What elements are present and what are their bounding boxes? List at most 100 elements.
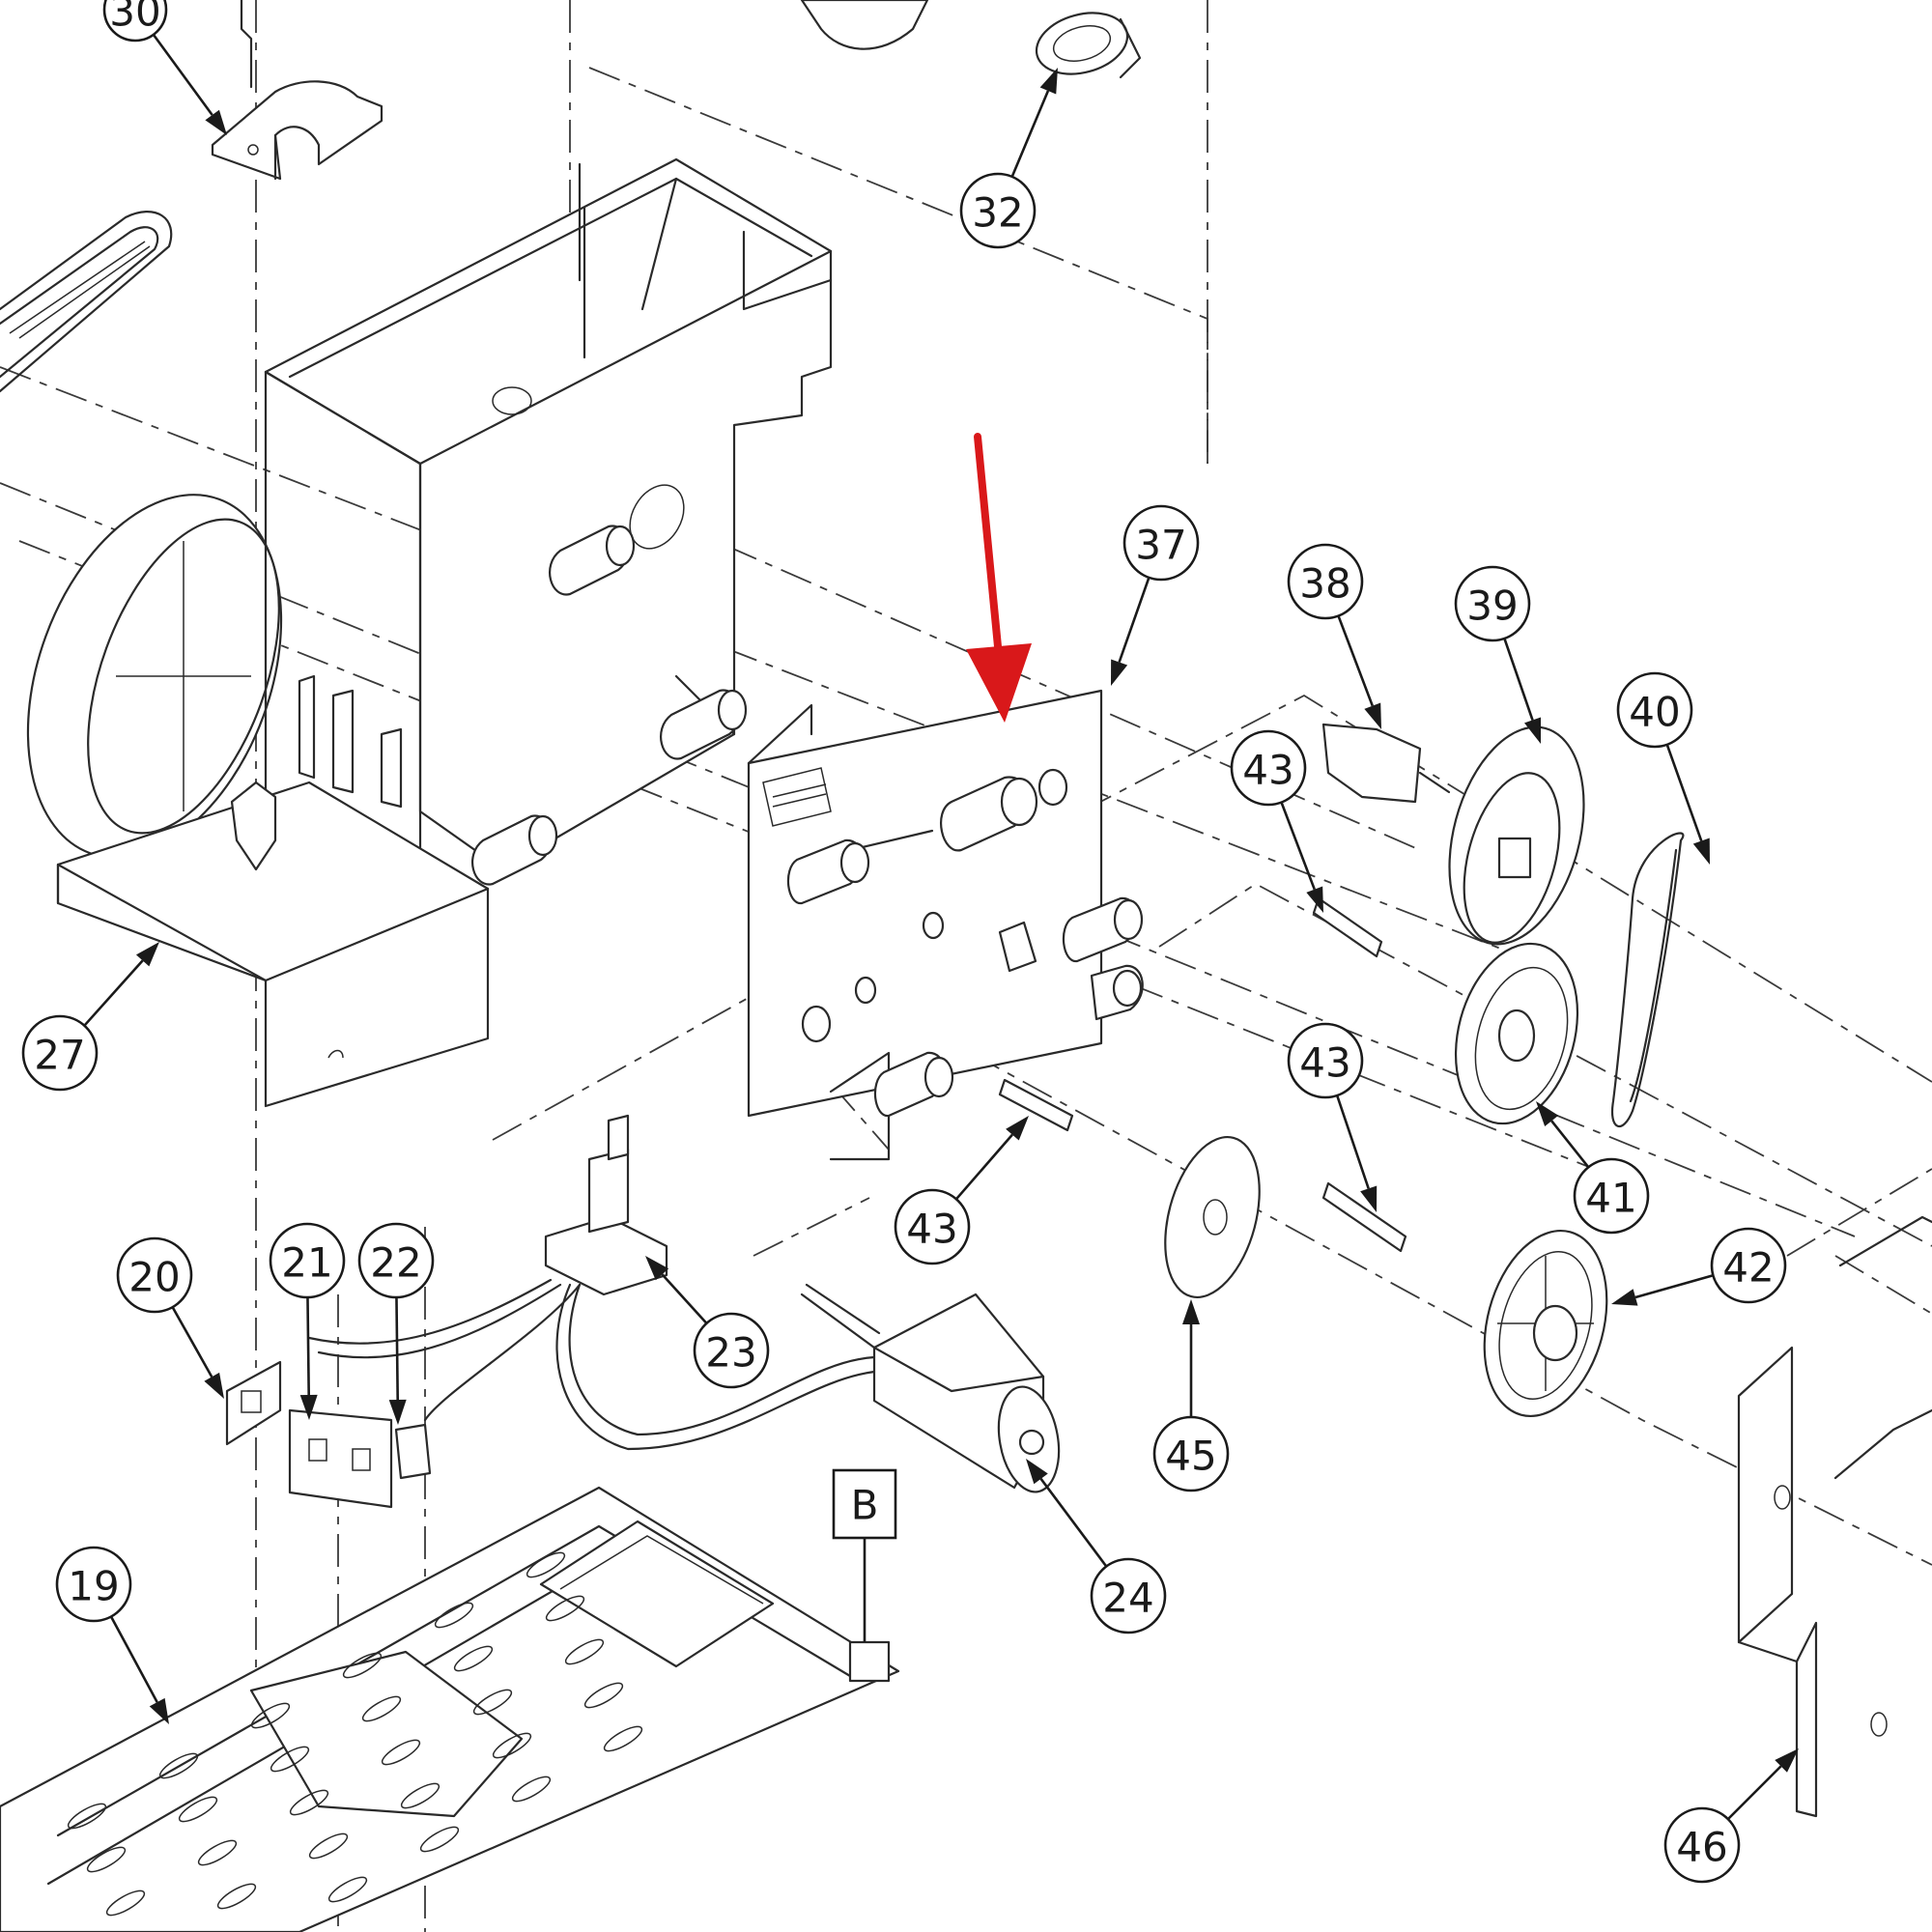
callout-30: 30 [102, 0, 168, 43]
leader-line-39 [1503, 638, 1534, 721]
callout-circle [1573, 1157, 1650, 1235]
callout-46: 46 [1663, 1806, 1741, 1884]
leader-line-19 [109, 1615, 158, 1703]
tray-slot [270, 1746, 310, 1773]
tray-slot [158, 1752, 199, 1779]
leader-line-27 [83, 959, 144, 1027]
gear-assembly [998, 723, 1685, 1418]
leader-arrowhead-43b [1360, 1185, 1378, 1212]
leader-line-24 [1039, 1478, 1108, 1568]
callout-label: 41 [1585, 1175, 1636, 1222]
left-belt [0, 211, 173, 393]
leader-line-43c [954, 1133, 1013, 1201]
leader-line-23 [661, 1273, 708, 1324]
callout-label: 19 [68, 1563, 119, 1610]
section-marker-b: B [832, 1468, 897, 1642]
callout-37: 37 [1122, 504, 1200, 582]
callout-circle [1454, 565, 1531, 642]
callout-45: 45 [1152, 1415, 1230, 1492]
tray-slot [327, 1876, 368, 1903]
leader-arrowhead-40 [1692, 838, 1710, 865]
leader-line-43b [1335, 1094, 1370, 1189]
callout-43b: 43 [1287, 1022, 1364, 1099]
tray-slot [105, 1889, 146, 1917]
callout-label: 42 [1722, 1244, 1774, 1292]
leader-line-41 [1550, 1120, 1590, 1169]
tray-slot [564, 1638, 605, 1665]
callout-21: 21 [269, 1222, 346, 1299]
leader-arrowhead-27 [135, 942, 159, 967]
callout-39: 39 [1454, 565, 1531, 642]
leader-line-37 [1118, 577, 1151, 663]
callout-circle [1663, 1806, 1741, 1884]
base-tray-19 [0, 1486, 900, 1932]
hopper-housing [264, 157, 833, 929]
tray-slot [545, 1595, 585, 1622]
leader-arrowhead-39 [1524, 717, 1542, 744]
cover-part-27 [56, 674, 490, 1108]
leader-line-21 [306, 1296, 310, 1396]
housing-standoffs [471, 484, 748, 886]
leader-line-20 [171, 1306, 213, 1378]
callout-label: 30 [109, 0, 160, 36]
bracket-part-46 [1737, 1215, 1932, 1818]
leader-line-43a [1280, 802, 1316, 891]
leader-line-30 [152, 34, 213, 116]
leader-arrowhead-46 [1775, 1748, 1799, 1773]
callout-label: 27 [34, 1032, 85, 1079]
callout-label: 40 [1629, 689, 1680, 736]
callout-label: 37 [1135, 522, 1186, 569]
callout-40: 40 [1616, 671, 1693, 749]
callout-circle [959, 172, 1037, 249]
leader-arrowhead-41 [1536, 1101, 1559, 1126]
gear-part-32 [800, 0, 1142, 79]
callout-41: 41 [1573, 1157, 1650, 1235]
callout-22: 22 [357, 1222, 435, 1299]
tray-slot [453, 1645, 494, 1672]
callout-43c: 43 [894, 1188, 971, 1265]
callout-circle [21, 1014, 99, 1092]
leader-arrowhead-45 [1182, 1299, 1200, 1324]
callout-circle [357, 1222, 435, 1299]
callout-label: 46 [1676, 1824, 1727, 1871]
leader-arrowhead-38 [1364, 702, 1381, 729]
callout-label: 32 [972, 189, 1023, 237]
leader-line-46 [1726, 1765, 1782, 1821]
callout-circle [116, 1236, 193, 1314]
tray-slot [197, 1839, 238, 1866]
leader-arrowhead-42 [1611, 1289, 1638, 1306]
leader-lines [83, 34, 1799, 1821]
callout-24: 24 [1090, 1557, 1167, 1634]
tray-slot [342, 1652, 383, 1679]
tray-slot [178, 1796, 218, 1823]
callout-label: 43 [1242, 747, 1293, 794]
leader-line-40 [1665, 744, 1703, 841]
tray-slot [86, 1846, 127, 1873]
leader-arrowhead-37 [1111, 659, 1128, 686]
callout-circle [55, 1546, 132, 1623]
bracket-part-30 [211, 0, 384, 181]
callout-label: 43 [1299, 1039, 1350, 1087]
wiring-and-switches [225, 1114, 876, 1509]
leader-line-32 [1010, 90, 1050, 178]
callout-circle [1710, 1227, 1787, 1304]
callout-circle [1287, 543, 1364, 620]
callout-label: 39 [1466, 582, 1518, 630]
callout-43a: 43 [1230, 729, 1307, 807]
callout-32: 32 [959, 172, 1037, 249]
tray-slot [526, 1551, 566, 1578]
callout-38: 38 [1287, 543, 1364, 620]
callout-label: 43 [906, 1206, 957, 1253]
leader-arrowhead-24 [1026, 1459, 1048, 1485]
callout-circle [1230, 729, 1307, 807]
leader-arrowhead-32 [1039, 68, 1058, 95]
leader-arrowhead-22 [388, 1399, 407, 1425]
leader-arrowhead-43a [1306, 886, 1323, 913]
callout-19: 19 [55, 1546, 132, 1623]
leader-arrowhead-23 [645, 1256, 669, 1281]
callout-label: 45 [1165, 1433, 1216, 1480]
callout-circle [1287, 1022, 1364, 1099]
svg-text:B: B [851, 1482, 879, 1529]
